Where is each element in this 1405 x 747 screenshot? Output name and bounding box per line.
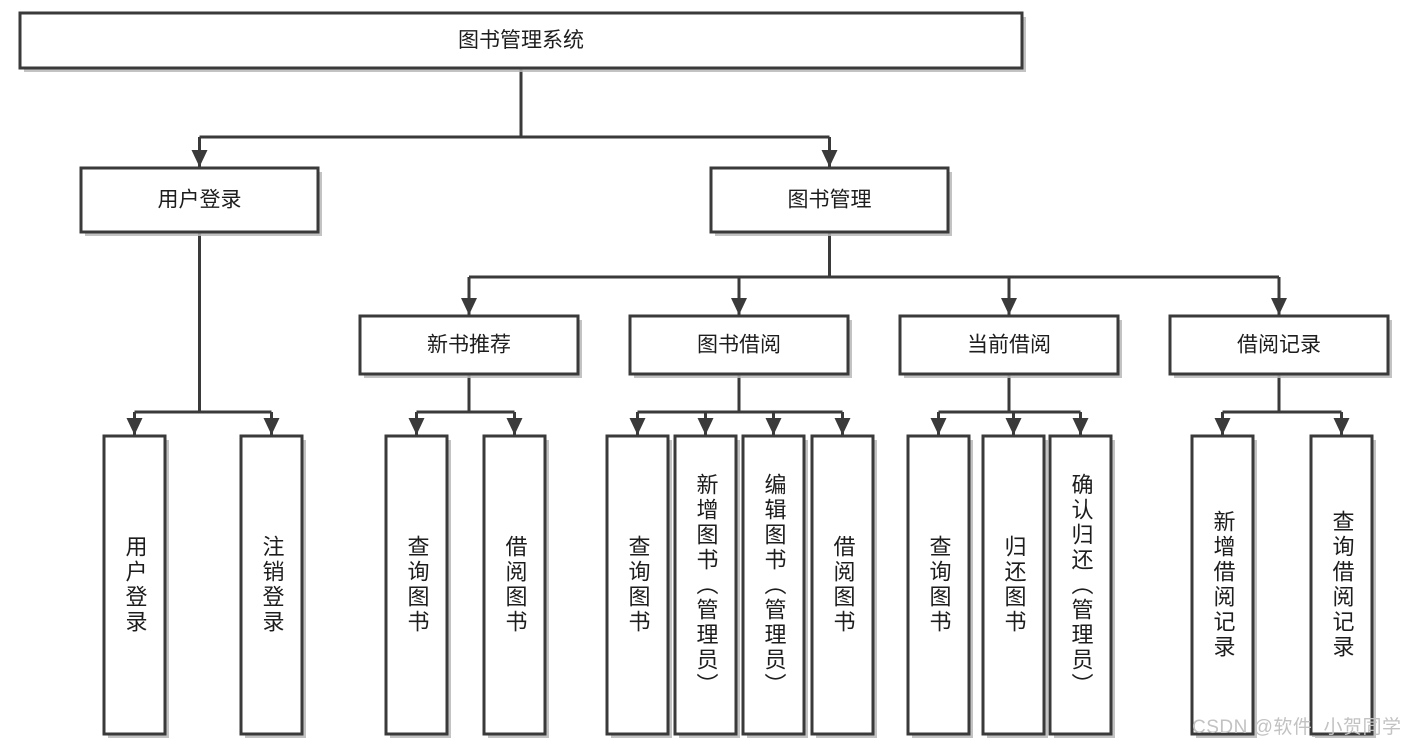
arrow-head-icon bbox=[930, 418, 947, 435]
connectors-layer bbox=[126, 68, 1350, 435]
node-box-leaf-user-login[interactable] bbox=[102, 434, 167, 736]
arrow-head-icon bbox=[506, 418, 523, 435]
node-box-leaf-query-book-borrow[interactable] bbox=[605, 434, 670, 736]
arrow-head-icon bbox=[191, 150, 208, 167]
arrow-head-icon bbox=[461, 298, 477, 315]
node-label-new-book-recommend: 新书推荐 bbox=[427, 334, 511, 357]
arrow-head-icon bbox=[1001, 298, 1017, 315]
arrow-head-icon bbox=[1271, 298, 1287, 315]
arrow-head-icon bbox=[834, 418, 851, 435]
node-box-new-book-recommend[interactable] bbox=[358, 314, 580, 376]
node-label-root: 图书管理系统 bbox=[458, 29, 584, 52]
node-box-leaf-borrow-book-rec[interactable] bbox=[482, 434, 547, 736]
arrow-head-icon bbox=[821, 150, 838, 167]
arrow-head-icon bbox=[629, 418, 646, 435]
node-label-user-login: 用户登录 bbox=[158, 189, 242, 212]
node-box-leaf-edit-book-admin[interactable] bbox=[741, 434, 806, 736]
node-box-leaf-borrow-book[interactable] bbox=[810, 434, 875, 736]
arrow-head-icon bbox=[1072, 418, 1089, 435]
arrow-head-icon bbox=[765, 418, 782, 435]
node-box-leaf-return-book[interactable] bbox=[981, 434, 1046, 736]
node-box-leaf-query-book-rec[interactable] bbox=[384, 434, 449, 736]
node-label-book-borrow: 图书借阅 bbox=[697, 334, 781, 357]
node-box-leaf-query-book-current[interactable] bbox=[906, 434, 971, 736]
arrow-head-icon bbox=[1005, 418, 1022, 435]
node-box-leaf-add-borrow-record[interactable] bbox=[1190, 434, 1255, 736]
node-box-user-login[interactable] bbox=[79, 166, 320, 234]
node-box-leaf-add-book-admin[interactable] bbox=[673, 434, 738, 736]
watermark-text: CSDN @软件_小贺同学 bbox=[1192, 717, 1402, 738]
node-box-leaf-user-logout[interactable] bbox=[239, 434, 304, 736]
arrow-head-icon bbox=[408, 418, 425, 435]
arrow-head-icon bbox=[126, 418, 143, 435]
node-box-book-management[interactable] bbox=[709, 166, 950, 234]
arrow-head-icon bbox=[697, 418, 714, 435]
node-box-book-borrow[interactable] bbox=[628, 314, 850, 376]
arrow-head-icon bbox=[263, 418, 280, 435]
node-box-leaf-query-borrow-record[interactable] bbox=[1309, 434, 1374, 736]
node-box-leaf-confirm-return-admin[interactable] bbox=[1048, 434, 1113, 736]
node-boxes-layer bbox=[18, 11, 1392, 738]
node-label-borrow-record: 借阅记录 bbox=[1237, 334, 1321, 357]
arrow-head-icon bbox=[1333, 418, 1350, 435]
node-label-current-borrow: 当前借阅 bbox=[967, 334, 1051, 357]
node-box-root[interactable] bbox=[18, 11, 1024, 70]
node-box-borrow-record[interactable] bbox=[1168, 314, 1390, 376]
node-label-book-management: 图书管理 bbox=[788, 189, 872, 212]
node-box-current-borrow[interactable] bbox=[898, 314, 1120, 376]
arrow-head-icon bbox=[731, 298, 747, 315]
arrow-head-icon bbox=[1214, 418, 1231, 435]
